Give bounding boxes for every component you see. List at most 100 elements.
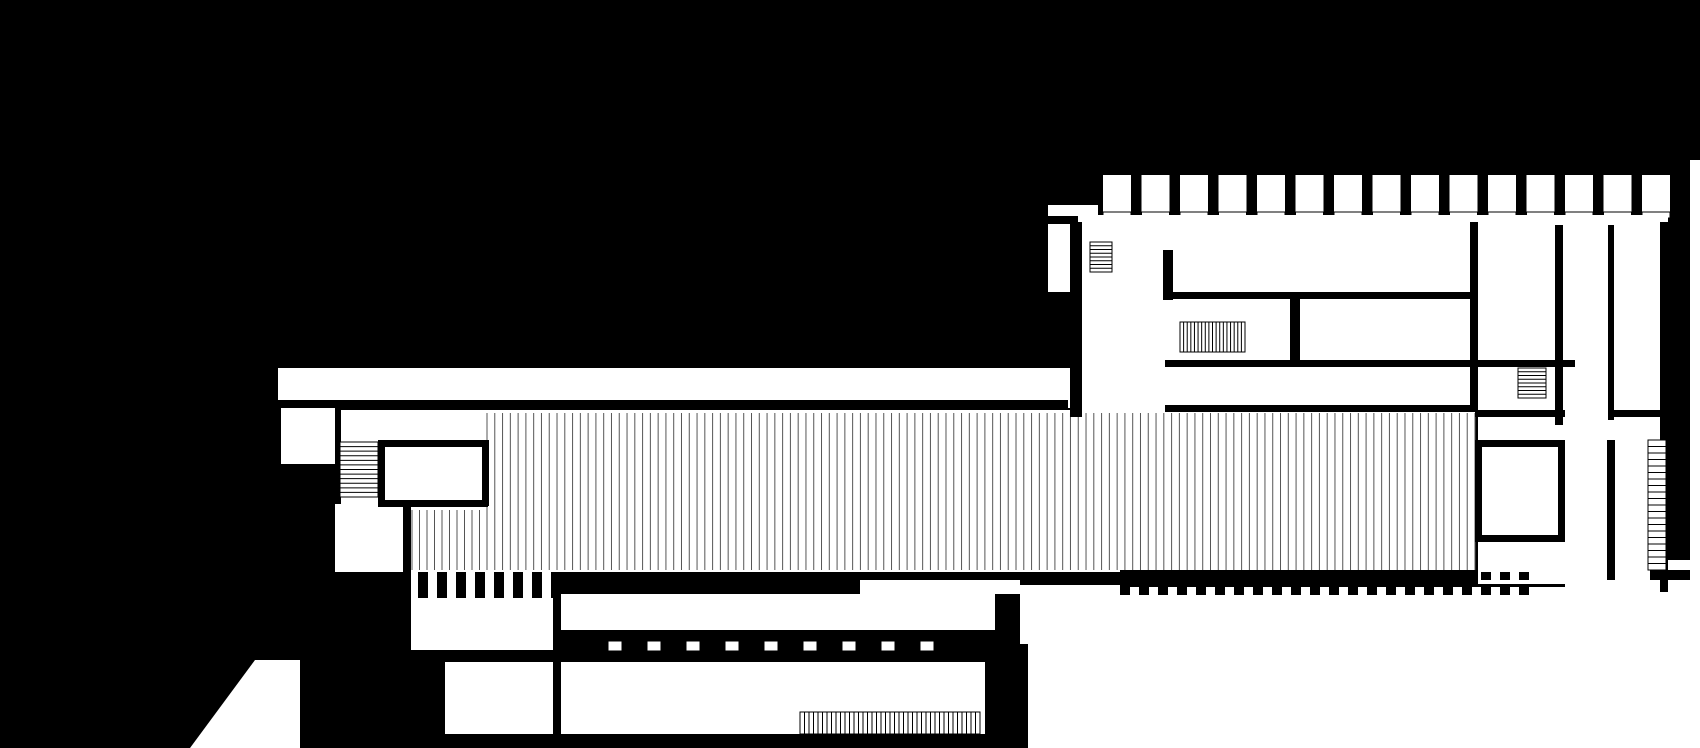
pier (1215, 572, 1225, 580)
gallery-window (919, 640, 935, 652)
pier (1120, 587, 1130, 595)
open-paper-areas (190, 160, 1700, 748)
north-strip (1048, 215, 1668, 227)
pier (1500, 587, 1510, 595)
pier (1177, 587, 1187, 595)
pier (1405, 587, 1415, 595)
north-bay (1565, 175, 1593, 213)
pier (1481, 572, 1491, 580)
west-bay (328, 368, 356, 394)
colonnade-beam (1120, 570, 1475, 574)
gallery-window (646, 640, 662, 652)
north-bay (1372, 175, 1401, 213)
pier (1120, 572, 1130, 580)
west-bay (442, 368, 470, 394)
pier (1291, 587, 1301, 595)
pier (1348, 572, 1358, 580)
pier (1196, 587, 1206, 595)
west-bay (594, 368, 622, 394)
pier (532, 572, 542, 598)
west-bay (404, 368, 432, 394)
pier (1386, 572, 1396, 580)
north-bay (1295, 175, 1324, 213)
pier (1291, 572, 1301, 580)
pier (456, 572, 466, 598)
north-bay (1411, 175, 1439, 213)
pier (1348, 587, 1358, 595)
north-bay (1141, 175, 1170, 213)
west-bay (290, 368, 318, 394)
pier (1424, 572, 1434, 580)
pier (1481, 587, 1491, 595)
pier (1272, 587, 1282, 595)
stairs (339, 241, 1667, 735)
pier (1272, 572, 1282, 580)
pier (494, 572, 504, 598)
pier (1386, 587, 1396, 595)
north-bay (1449, 175, 1478, 213)
pier (1462, 572, 1472, 580)
pier (1367, 572, 1377, 580)
pier (1500, 572, 1510, 580)
pier (1443, 587, 1453, 595)
pier (1177, 572, 1187, 580)
north-bay (1488, 175, 1516, 213)
pier (513, 572, 523, 598)
pier (1329, 572, 1339, 580)
interior-walls (275, 216, 1690, 748)
west-wing-bays (290, 368, 1015, 394)
gallery-windows (607, 640, 935, 652)
west-bay (556, 368, 584, 394)
pier (1405, 572, 1415, 580)
pier (1158, 587, 1168, 595)
pier (1253, 572, 1263, 580)
north-bay (1257, 175, 1285, 213)
pier (1519, 587, 1529, 595)
hallway-slats (411, 413, 1476, 570)
pier (1234, 587, 1244, 595)
gallery-window (880, 640, 896, 652)
west-bay (632, 368, 660, 394)
pier (1253, 587, 1263, 595)
west-bay (518, 368, 546, 394)
gallery-window (724, 640, 740, 652)
north-bay (1526, 175, 1555, 213)
north-bay (1603, 175, 1632, 213)
north-bay (1642, 175, 1670, 213)
pier (1158, 572, 1168, 580)
gallery-window (685, 640, 701, 652)
west-bay (945, 368, 975, 394)
north-bay (1334, 175, 1362, 213)
pier (1443, 572, 1453, 580)
west-bay (366, 368, 394, 394)
gallery-window (763, 640, 779, 652)
pier (1310, 587, 1320, 595)
west-bay (985, 368, 1015, 394)
pier (418, 572, 428, 598)
colonnade-beam (1120, 584, 1565, 587)
pier (1196, 572, 1206, 580)
gallery-window (802, 640, 818, 652)
pier (1462, 587, 1472, 595)
north-bay (1103, 175, 1131, 213)
north-facade-bays (1048, 175, 1671, 227)
pier (1310, 572, 1320, 580)
north-bay (1180, 175, 1208, 213)
pier (437, 572, 447, 598)
west-bay (910, 368, 934, 394)
pier (1424, 587, 1434, 595)
gallery-window (607, 640, 623, 652)
gallery-window (841, 640, 857, 652)
pier (1139, 587, 1149, 595)
west-bay (480, 368, 508, 394)
north-bay (1218, 175, 1247, 213)
pier (1215, 587, 1225, 595)
pier (1367, 587, 1377, 595)
pier (551, 572, 561, 598)
pier (475, 572, 485, 598)
pier (1139, 572, 1149, 580)
pier (1234, 572, 1244, 580)
pier (1519, 572, 1529, 580)
pier (1329, 587, 1339, 595)
